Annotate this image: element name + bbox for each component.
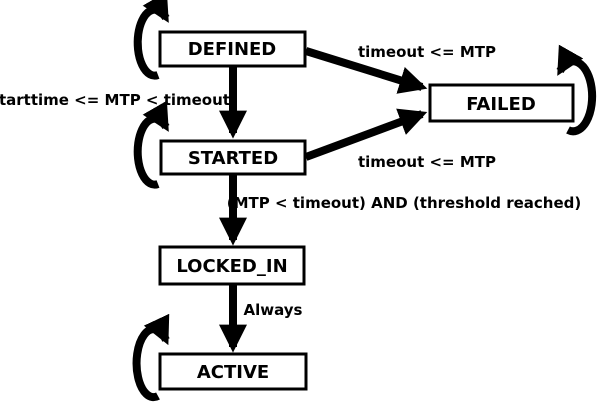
state-defined: DEFINED: [158, 30, 307, 68]
label-started-to-failed: timeout <= MTP: [358, 153, 496, 171]
self-loop-started: [133, 100, 170, 189]
label-defined-to-started: starttime <= MTP < timeout: [0, 91, 230, 109]
state-defined-box: [158, 30, 307, 68]
state-active: ACTIVE: [158, 352, 308, 391]
label-locked-in-to-active: Always: [244, 301, 303, 319]
state-locked-in: LOCKED_IN: [158, 245, 306, 286]
state-failed: FAILED: [428, 83, 575, 123]
state-started: STARTED: [159, 139, 307, 176]
state-started-box: [159, 139, 307, 176]
state-failed-box: [428, 83, 575, 123]
state-locked-in-label: LOCKED_IN: [176, 256, 287, 277]
arrow-started-to-failed: [304, 108, 428, 161]
state-active-box: [158, 352, 308, 391]
arrow-defined-to-failed: [304, 47, 428, 94]
state-failed-label: FAILED: [466, 94, 536, 115]
state-locked-in-box: [158, 245, 306, 286]
state-defined-label: DEFINED: [188, 39, 277, 60]
self-loop-failed: [556, 44, 597, 136]
label-defined-to-failed: timeout <= MTP: [358, 43, 496, 61]
self-loop-active: [132, 313, 170, 402]
state-active-label: ACTIVE: [197, 362, 269, 383]
label-started-to-locked-in: (MTP < timeout) AND (threshold reached): [227, 194, 582, 212]
state-started-label: STARTED: [188, 148, 278, 169]
self-loop-defined: [133, 0, 170, 80]
